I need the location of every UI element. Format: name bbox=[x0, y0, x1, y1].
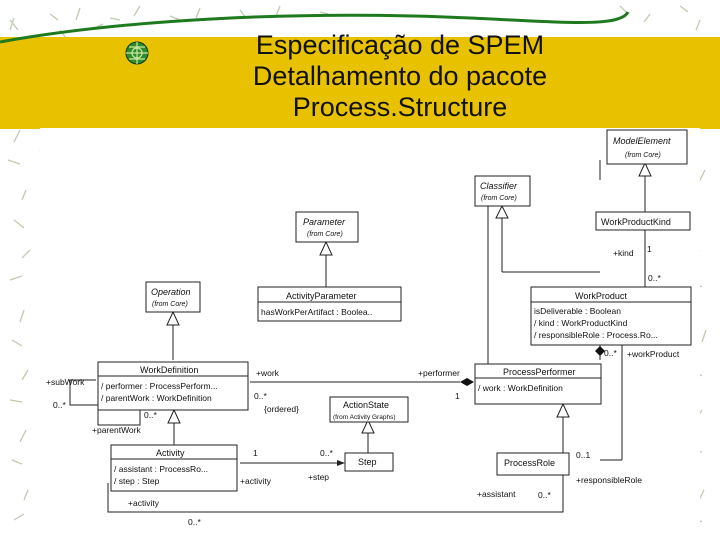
class-work-product: WorkProduct isDeliverable : Boolean / ki… bbox=[530, 286, 692, 346]
work-product-kind-name: WorkProductKind bbox=[601, 217, 671, 227]
class-work-product-kind: WorkProductKind bbox=[595, 211, 691, 231]
label-performer-mult: 1 bbox=[455, 391, 460, 401]
label-activity-bottom-mult: 0..* bbox=[188, 517, 201, 527]
process-performer-name: ProcessPerformer bbox=[503, 367, 576, 377]
action-state-stereo: (from Activity Graphs) bbox=[333, 414, 395, 421]
swoosh-decoration bbox=[0, 11, 630, 44]
parameter-stereo: (from Core) bbox=[307, 231, 343, 238]
action-state-name: ActionState bbox=[343, 400, 389, 410]
activity-name: Activity bbox=[156, 448, 185, 458]
label-wp-mult: 0..* bbox=[648, 273, 661, 283]
class-classifier: Classifier (from Core) bbox=[474, 175, 531, 207]
title-line-1: Especificação de SPEM bbox=[255, 30, 545, 60]
diamond-performer bbox=[460, 378, 474, 386]
classifier-name: Classifier bbox=[480, 181, 518, 191]
label-activity-one: 1 bbox=[253, 448, 258, 458]
triangle-modelelement bbox=[638, 161, 652, 177]
label-work-mult: 0..* bbox=[254, 391, 267, 401]
label-subwork-mult: 0..* bbox=[53, 400, 66, 410]
class-action-state: ActionState (from Activity Graphs) bbox=[329, 396, 409, 423]
work-product-name: WorkProduct bbox=[575, 291, 627, 301]
label-parentwork: +parentWork bbox=[92, 425, 141, 435]
class-step: Step bbox=[344, 452, 394, 472]
class-process-role: ProcessRole bbox=[496, 452, 570, 476]
step-name: Step bbox=[358, 457, 377, 467]
assoc-subwork bbox=[69, 379, 98, 406]
operation-name: Operation bbox=[151, 287, 191, 297]
triangle-actionstate bbox=[361, 418, 375, 434]
process-performer-attr: / work : WorkDefinition bbox=[478, 383, 563, 393]
label-assistant: +assistant bbox=[477, 489, 516, 499]
label-step-role: +step bbox=[308, 472, 329, 482]
label-subwork: +subWork bbox=[46, 377, 85, 387]
triangle-processperformer bbox=[556, 402, 570, 418]
parameter-name: Parameter bbox=[303, 217, 346, 227]
work-definition-attr-1: / performer : ProcessPerform... bbox=[101, 381, 218, 391]
activity-attr-1: / assistant : ProcessRo... bbox=[114, 464, 208, 474]
triangle-classifier bbox=[495, 204, 509, 219]
label-performer: +performer bbox=[418, 368, 460, 378]
class-activity-parameter: ActivityParameter hasWorkPerArtifact : B… bbox=[257, 286, 402, 322]
triangle-parameter bbox=[319, 240, 333, 256]
triangle-operation bbox=[166, 310, 180, 326]
operation-stereo: (from Core) bbox=[152, 301, 188, 308]
process-role-name: ProcessRole bbox=[504, 458, 555, 468]
label-wp-mult-2: 0..* bbox=[604, 348, 617, 358]
triangle-workdefinition bbox=[167, 408, 181, 424]
work-product-attr-3: / responsibleRole : Process.Ro... bbox=[534, 330, 658, 340]
class-operation: Operation (from Core) bbox=[145, 281, 201, 313]
assoc-assistant bbox=[107, 475, 564, 513]
label-activity-role: +activity bbox=[240, 476, 272, 486]
model-element-stereo: (from Core) bbox=[625, 152, 661, 159]
activity-attr-2: / step : Step bbox=[114, 476, 160, 486]
classifier-stereo: (from Core) bbox=[481, 195, 517, 202]
work-definition-attr-2: / parentWork : WorkDefinition bbox=[101, 393, 212, 403]
label-step-mult: 0..* bbox=[320, 448, 333, 458]
work-product-attr-1: isDeliverable : Boolean bbox=[534, 306, 621, 316]
title-line-3: Process.Structure bbox=[292, 92, 508, 122]
label-responsible-role: +responsibleRole bbox=[576, 475, 642, 485]
model-element-name: ModelElement bbox=[613, 136, 671, 146]
activity-parameter-attr: hasWorkPerArtifact : Boolea.. bbox=[261, 307, 372, 317]
class-work-definition: WorkDefinition / performer : ProcessPerf… bbox=[97, 361, 249, 411]
class-parameter: Parameter (from Core) bbox=[295, 211, 359, 243]
label-assistant-mult: 0..* bbox=[538, 490, 551, 500]
slide-title: Especificação de SPEM Detalhamento do pa… bbox=[150, 30, 650, 128]
activity-parameter-name: ActivityParameter bbox=[286, 291, 357, 301]
class-model-element: ModelElement (from Core) bbox=[606, 129, 688, 165]
title-band bbox=[0, 37, 720, 129]
title-line-2: Detalhamento do pacote bbox=[252, 61, 548, 91]
label-workproduct-role: +workProduct bbox=[627, 349, 680, 359]
label-parent-mult: 0..* bbox=[144, 410, 157, 420]
diamond-workproduct bbox=[595, 346, 605, 356]
label-work: +work bbox=[256, 368, 280, 378]
label-kind: +kind bbox=[613, 248, 634, 258]
label-ordered: {ordered} bbox=[264, 404, 299, 414]
class-process-performer: ProcessPerformer / work : WorkDefinition bbox=[474, 363, 602, 405]
class-activity: Activity / assistant : ProcessRo... / st… bbox=[110, 444, 238, 492]
globe-bullet-icon bbox=[125, 41, 149, 65]
work-product-attr-2: / kind : WorkProductKind bbox=[534, 318, 628, 328]
label-processrole-mult: 0..1 bbox=[576, 450, 590, 460]
assoc-parentwork bbox=[97, 405, 141, 426]
arrow-step bbox=[337, 460, 345, 466]
label-kind-mult: 1 bbox=[647, 244, 652, 254]
work-definition-name: WorkDefinition bbox=[140, 365, 198, 375]
label-activity-bottom: +activity bbox=[128, 498, 160, 508]
